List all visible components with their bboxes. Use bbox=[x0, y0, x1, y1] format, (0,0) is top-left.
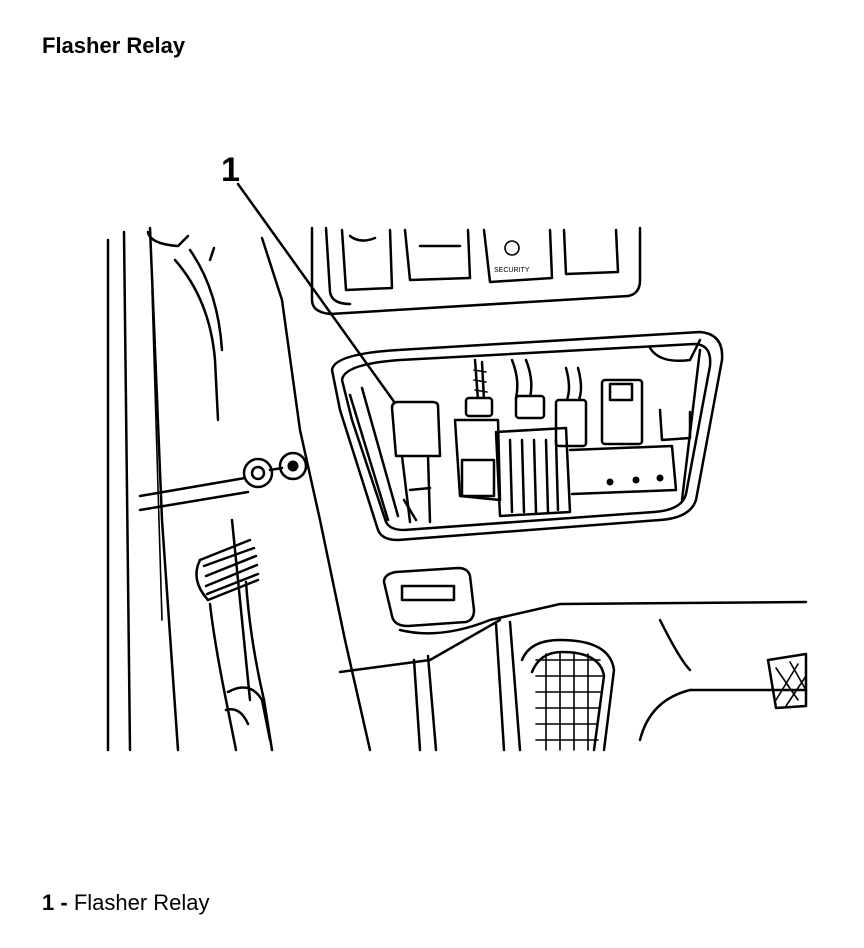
legend: 1 - Flasher Relay bbox=[42, 890, 210, 916]
wiring-harness bbox=[195, 538, 274, 752]
relay-connectors bbox=[453, 358, 678, 518]
legend-separator: - bbox=[60, 890, 68, 915]
dash-vent bbox=[382, 566, 808, 635]
legend-label: Flasher Relay bbox=[73, 890, 210, 915]
left-pillar bbox=[106, 226, 372, 752]
flasher-relay bbox=[390, 400, 442, 524]
callout-number: 1 bbox=[221, 151, 240, 189]
support-rod bbox=[138, 451, 308, 512]
legend-number: 1 bbox=[42, 890, 55, 915]
switch-panel: SECURITY bbox=[310, 226, 642, 316]
panel-label: SECURITY bbox=[494, 267, 530, 274]
lower-trim bbox=[224, 618, 808, 752]
callout-leader-line bbox=[236, 182, 402, 412]
relay-box-housing bbox=[330, 330, 724, 542]
page-title: Flasher Relay bbox=[42, 33, 186, 58]
